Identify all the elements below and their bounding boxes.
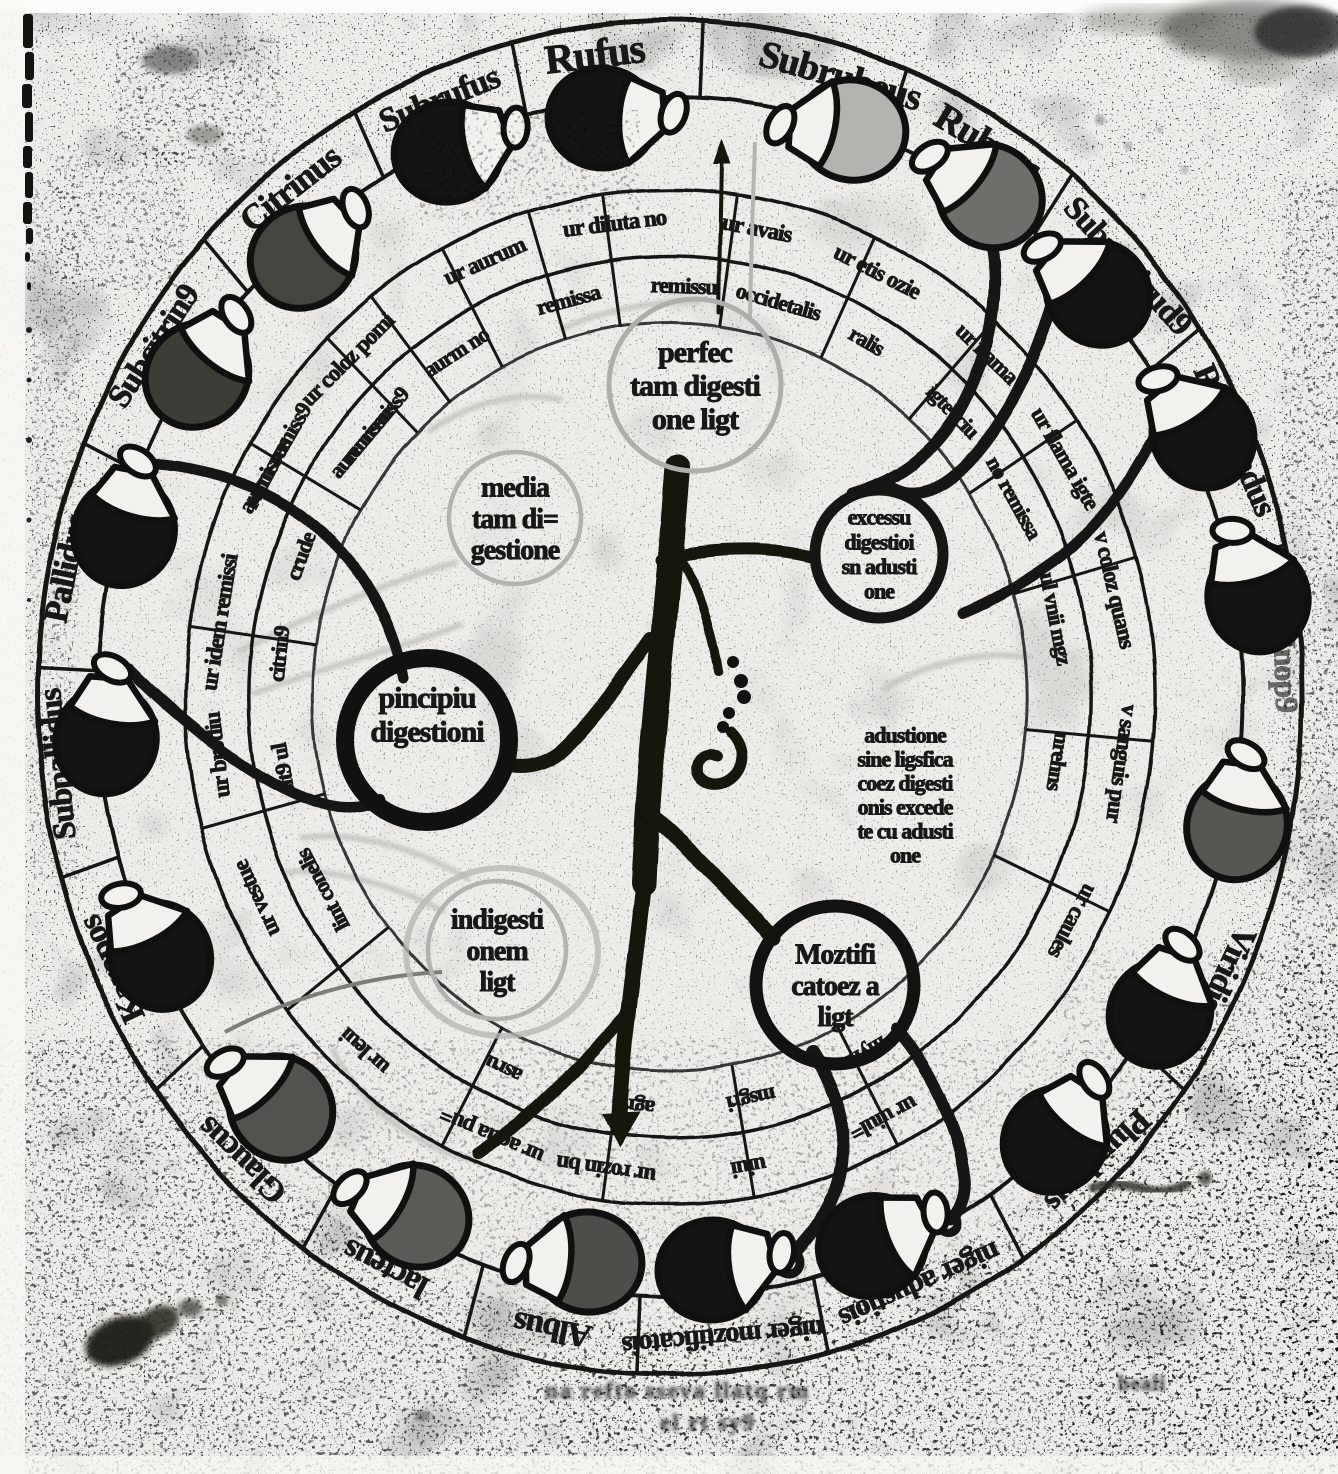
svg-text:ligt: ligt (818, 1002, 855, 1033)
svg-text:onis excede: onis excede (858, 795, 954, 820)
svg-text:digestioni: digestioni (370, 715, 484, 748)
svg-text:sine ligsfica: sine ligsfica (857, 747, 953, 772)
svg-text:indigesti: indigesti (451, 904, 544, 935)
svg-text:media: media (481, 472, 550, 503)
svg-text:m: m (415, 1404, 431, 1424)
svg-text:ligt: ligt (480, 967, 517, 998)
svg-text:adustione: adustione (864, 723, 947, 748)
svg-text:perfec: perfec (658, 336, 733, 369)
svg-text:tam digesti: tam digesti (630, 370, 760, 403)
svg-text:na refto sseva llatq rm: na refto sseva llatq rm (545, 1378, 810, 1403)
svg-text:onem: onem (466, 936, 528, 967)
svg-text:beali: beali (1118, 1371, 1166, 1395)
svg-text:one: one (890, 843, 921, 868)
svg-text:catoez a: catoez a (791, 971, 880, 1002)
svg-text:tam di=: tam di= (472, 504, 558, 535)
svg-text:remissu: remissu (650, 272, 718, 299)
svg-text:digestioi: digestioi (844, 529, 914, 554)
svg-text:gestione: gestione (471, 535, 560, 566)
svg-text:te cu adusti: te cu adusti (857, 819, 953, 844)
svg-text:sn adusti: sn adusti (842, 554, 918, 579)
svg-text:one: one (864, 579, 895, 604)
svg-text:pincipiu: pincipiu (378, 682, 475, 715)
svg-text:el rt sy9: el rt sy9 (660, 1410, 756, 1435)
svg-text:Moztifi: Moztifi (795, 939, 876, 970)
svg-text:excessu: excessu (848, 505, 911, 530)
svg-text:nrehns: nrehns (1041, 731, 1075, 794)
svg-text:one ligt: one ligt (652, 403, 739, 436)
svg-text:coez digesti: coez digesti (858, 771, 954, 796)
